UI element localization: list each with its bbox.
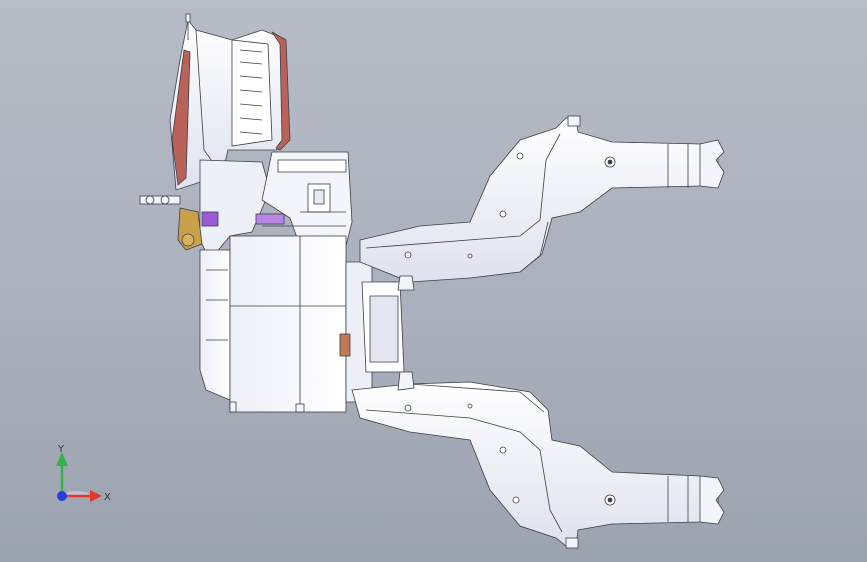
duct-gasket-left xyxy=(171,49,191,186)
z-axis-point xyxy=(57,491,67,501)
y-axis-label: Y xyxy=(57,444,65,455)
coordinate-triad: X Y xyxy=(56,444,111,503)
copper-coil xyxy=(339,333,351,357)
duct-gasket xyxy=(271,31,291,151)
left-housing xyxy=(139,159,285,401)
upper-outlet-duct xyxy=(359,115,725,283)
mounting-flanges xyxy=(397,275,415,391)
x-axis-label: X xyxy=(104,492,111,503)
lower-outlet-duct xyxy=(351,381,725,549)
blower-box xyxy=(261,151,353,247)
upper-duct xyxy=(169,13,291,191)
motor-housing xyxy=(229,235,405,413)
